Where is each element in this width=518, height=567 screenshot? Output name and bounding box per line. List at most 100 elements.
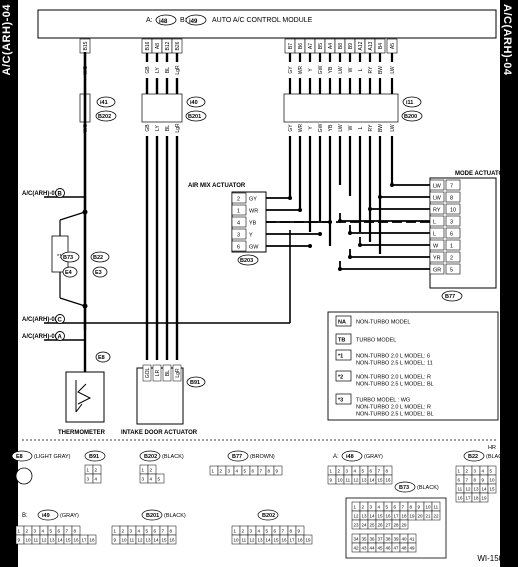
legend-text: TURBO MODEL : WG: [356, 398, 410, 404]
connector-tag: B22: [468, 454, 478, 460]
wire-color: W: [348, 67, 354, 72]
pin-num: 7: [402, 505, 405, 510]
wire-color: LW: [390, 66, 396, 73]
xref-mark: A: [58, 335, 63, 341]
pin-num: 15: [378, 478, 384, 483]
view-prefix: A:: [333, 454, 339, 460]
wire-color: GOL: [145, 368, 151, 379]
connector-B77: B77: [445, 294, 455, 300]
pin-num: 15: [66, 538, 72, 543]
pin-num: 7: [466, 478, 469, 483]
pin-num: 7: [282, 529, 285, 534]
pin-num: 36: [370, 537, 376, 542]
connector-color: (BLACK): [486, 454, 508, 460]
pin-num: 18: [474, 496, 480, 501]
pin-num: 17: [290, 538, 296, 543]
pin-num: 10: [122, 538, 128, 543]
pin-num: 6: [237, 245, 240, 251]
legend-text: NON-TURBO MODEL: [356, 320, 410, 326]
pin-num: 29: [402, 523, 408, 528]
pin-num: 35: [362, 537, 368, 542]
air-mix-title: AIR MIX ACTUATOR: [188, 183, 246, 189]
pin-num: 6: [450, 232, 453, 238]
view-prefix: B:: [22, 513, 28, 519]
pin-num: 16: [386, 478, 392, 483]
svg-text:*1: *1: [57, 254, 62, 260]
pin-num: 11: [346, 478, 351, 483]
wire-color: BW: [378, 66, 384, 74]
pin-num: 9: [330, 478, 333, 483]
pin-num: 7: [378, 469, 381, 474]
wire-color: Y: [308, 68, 314, 72]
pin-num: 4: [95, 477, 98, 482]
pin-num: 4: [354, 469, 357, 474]
pin-num: 25: [370, 523, 376, 528]
pin-num: 10: [26, 538, 32, 543]
pin-num: 39: [394, 537, 400, 542]
pin-num: 45: [378, 546, 384, 551]
pin-num: 1: [354, 505, 357, 510]
pin-num: 15: [490, 487, 496, 492]
pin-num: 7: [260, 469, 263, 474]
wire-color: GW: [318, 123, 324, 132]
connector-tag: B202: [262, 513, 275, 519]
module-prefix-b: B:: [180, 17, 187, 24]
pin-num: 16: [458, 496, 464, 501]
pin-num: 13: [258, 538, 264, 543]
pin-num: 24: [362, 523, 368, 528]
pin-num: 2: [122, 529, 125, 534]
wire-color: YB: [328, 124, 334, 131]
pin-num: 9: [276, 469, 279, 474]
pin-num: 8: [474, 478, 477, 483]
mode-actuator-title: MODE ACTUATOR: [455, 171, 508, 177]
pin-num: 10: [490, 478, 496, 483]
svg-text:E3: E3: [95, 270, 102, 276]
pin-num: 4: [150, 477, 153, 482]
pin-num: 40: [402, 537, 408, 542]
pin-num: 26: [378, 523, 384, 528]
pin-num: 2: [362, 505, 365, 510]
pin-num: 13: [362, 514, 368, 519]
wire-color: LgR: [175, 368, 181, 378]
pin-num: 19: [482, 496, 488, 501]
wire-color: RY: [433, 208, 441, 214]
svg-text:E8: E8: [98, 355, 105, 361]
pin-num: 15: [162, 538, 168, 543]
pin-num: 6: [370, 469, 373, 474]
wire-color: LY: [155, 66, 161, 72]
svg-text:B73: B73: [63, 255, 73, 261]
pin-label: B4: [378, 43, 384, 49]
wire-color: RY: [368, 66, 374, 74]
xref-label: A/C(ARH)-03: [22, 317, 59, 323]
wire-color: LW: [433, 196, 442, 202]
legend-text: NON-TURBO 2.5 L MODEL: BL: [356, 412, 434, 418]
pin-num: 49: [410, 546, 416, 551]
wire-color: LY: [155, 124, 161, 130]
connector-color: (LIGHT GRAY): [34, 454, 71, 460]
pin-num: 9: [114, 538, 117, 543]
pin-num: 3: [237, 233, 240, 239]
pin-num: 6: [154, 529, 157, 534]
pin-num: 19: [306, 538, 312, 543]
pin-num: 3: [250, 529, 253, 534]
pin-num: 14: [266, 538, 272, 543]
pin-num: 42: [354, 546, 360, 551]
pin-num: 27: [386, 523, 392, 528]
wire-color: GR: [433, 268, 441, 274]
pin-num: 11: [130, 538, 135, 543]
pin-num: 6: [274, 529, 277, 534]
pin-num: 1: [87, 468, 90, 473]
wire-color: YR: [433, 256, 441, 262]
pin-num: 8: [170, 529, 173, 534]
pin-label: B16: [145, 41, 151, 50]
svg-text:B202: B202: [98, 114, 111, 120]
pin-num: 2: [242, 529, 245, 534]
pin-num: 14: [58, 538, 64, 543]
control-module-box: [37, 9, 497, 39]
connector-tag: B202: [144, 454, 157, 460]
connector-tag: E8: [16, 454, 23, 460]
pin-num: 15: [274, 538, 280, 543]
left-section: *1: [44, 52, 291, 372]
